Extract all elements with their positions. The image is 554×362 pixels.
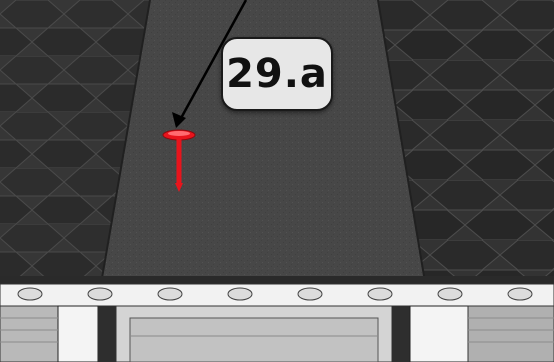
fascia-trim [0, 284, 554, 306]
right-post [410, 306, 468, 362]
eave-edge [0, 276, 554, 284]
step-label-badge: 29.a [221, 37, 333, 111]
left-post [58, 306, 98, 362]
